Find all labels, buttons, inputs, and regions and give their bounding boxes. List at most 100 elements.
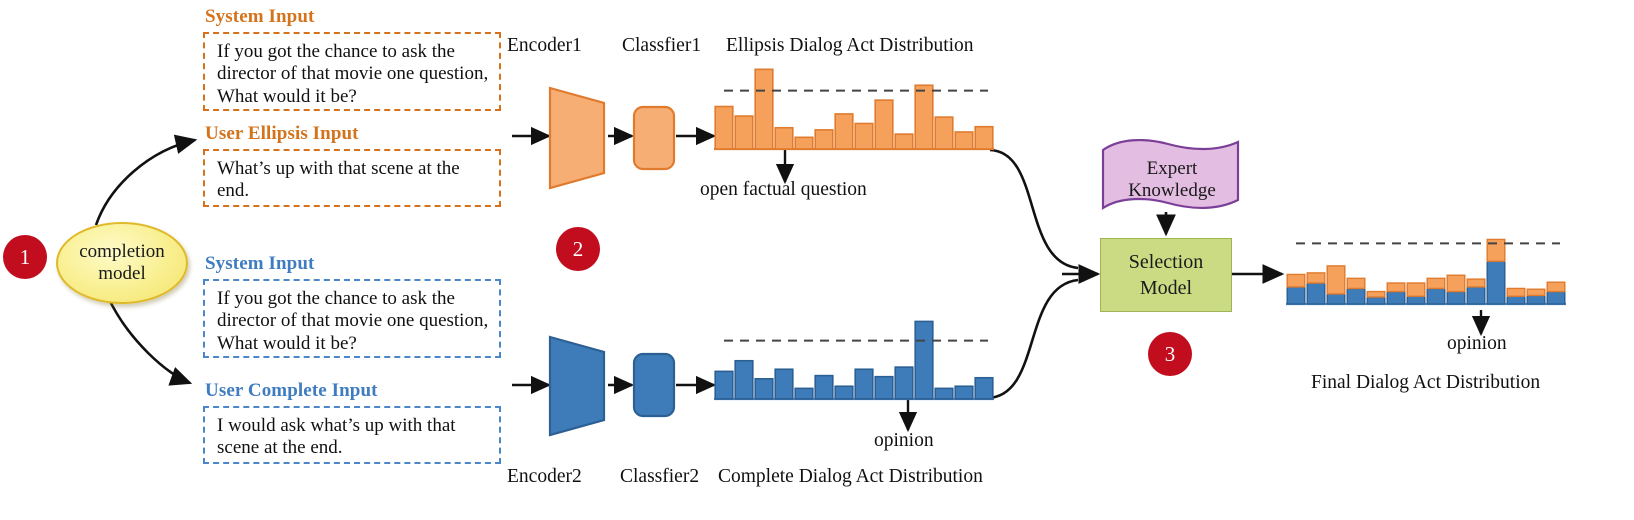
chart-bar: [874, 99, 894, 150]
expert-knowledge-line2: Knowledge: [1128, 180, 1216, 202]
chart-bar: [774, 368, 794, 400]
classifier1-shape[interactable]: [632, 105, 676, 171]
complete-dialog-act-chart: [714, 320, 994, 401]
step-badge-3: 3: [1148, 332, 1192, 376]
chart-bar: [934, 387, 954, 400]
chart-bar-complete: [1346, 287, 1366, 305]
chart-bar-complete: [1326, 293, 1346, 305]
chart-bar-ellipsis: [1346, 277, 1366, 290]
open-factual-question-label: open factual question: [700, 179, 867, 200]
expert-knowledge-flag-shape: [1101, 138, 1240, 211]
chart-bar: [834, 385, 854, 400]
ellipsis-chart-title: Ellipsis Dialog Act Distribution: [726, 35, 974, 56]
selection-model-node[interactable]: Selection Model: [1100, 238, 1232, 312]
chart-bar: [954, 131, 974, 150]
completion-model-label-line1: completion: [79, 241, 165, 263]
opinion-label-complete: opinion: [874, 430, 934, 451]
opinion-label-final: opinion: [1447, 333, 1507, 354]
chart-bar-ellipsis: [1506, 287, 1526, 297]
ellipsis-dialog-act-chart: [714, 68, 994, 151]
final-dialog-act-chart: [1286, 238, 1566, 306]
chart-bar-complete: [1526, 294, 1546, 305]
chart-bar: [734, 359, 754, 400]
ellipsis-user-input-text: What’s up with that scene at the end.: [217, 158, 460, 202]
chart-bar-complete: [1406, 295, 1426, 305]
complete-user-input-header: User Complete Input: [205, 380, 378, 401]
completion-model-label-line2: model: [98, 263, 146, 284]
chart-bar: [914, 320, 934, 400]
selection-model-line1: Selection: [1128, 251, 1204, 273]
chart-bar-complete: [1366, 296, 1386, 305]
encoder1-shape[interactable]: [548, 86, 606, 190]
complete-user-input-text: I would ask what’s up with that scene at…: [217, 415, 456, 459]
selection-model-line2: Model: [1139, 277, 1193, 299]
chart-bar-complete: [1446, 290, 1466, 305]
classifier1-label: Classfier1: [622, 35, 702, 56]
complete-user-input-box: I would ask what’s up with that scene at…: [203, 406, 501, 464]
ellipsis-user-input-box: What’s up with that scene at the end.: [203, 149, 501, 207]
classifier2-shape[interactable]: [632, 352, 676, 418]
merge-curve-top: [989, 148, 1079, 270]
chart-bar-ellipsis: [1306, 272, 1326, 284]
arrow-to-ellipsis-input: [94, 134, 198, 226]
encoder2-label: Encoder2: [507, 466, 582, 487]
chart-bar-complete: [1546, 290, 1566, 305]
complete-system-input-header: System Input: [205, 253, 315, 274]
chart-bar: [714, 370, 734, 400]
chart-bar-ellipsis: [1526, 288, 1546, 297]
chart-bar: [814, 374, 834, 400]
chart-bar-ellipsis: [1326, 265, 1346, 295]
chart-bar-ellipsis: [1486, 238, 1506, 262]
expert-knowledge-line1: Expert: [1146, 158, 1198, 179]
step-badge-2-label: 2: [572, 236, 584, 261]
arrow-to-complete-input: [106, 296, 193, 386]
chart-bar: [974, 125, 994, 150]
chart-bar: [814, 129, 834, 150]
classifier2-label: Classfier2: [620, 466, 700, 487]
final-chart-title: Final Dialog Act Distribution: [1311, 372, 1541, 393]
chart-bar-complete: [1486, 260, 1506, 305]
chart-bar-ellipsis: [1446, 274, 1466, 293]
chart-bar: [894, 133, 914, 150]
chart-bar: [934, 116, 954, 150]
step-badge-2: 2: [556, 227, 600, 271]
ellipsis-system-input-box: If you got the chance to ask the directo…: [203, 32, 501, 111]
chart-bar-complete: [1306, 282, 1326, 305]
chart-bar: [974, 376, 994, 400]
chart-bar-complete: [1286, 286, 1306, 305]
complete-system-input-box: If you got the chance to ask the directo…: [203, 279, 501, 358]
chart-bar-complete: [1466, 286, 1486, 305]
step-badge-1: 1: [3, 235, 47, 279]
expert-knowledge-flag[interactable]: [1098, 138, 1246, 220]
ellipsis-system-input-text: If you got the chance to ask the directo…: [217, 41, 489, 107]
encoder1-label: Encoder1: [507, 35, 582, 56]
chart-bar: [834, 113, 854, 150]
chart-bar: [854, 122, 874, 150]
chart-bar-ellipsis: [1426, 277, 1446, 290]
step-badge-3-label: 3: [1164, 341, 1176, 366]
chart-bar: [754, 378, 774, 400]
encoder2-shape[interactable]: [548, 335, 606, 437]
chart-bar-ellipsis: [1466, 278, 1486, 288]
chart-bar: [714, 105, 734, 150]
chart-bar: [774, 126, 794, 150]
chart-bar-ellipsis: [1546, 281, 1566, 293]
merge-curve-bottom: [987, 278, 1079, 400]
complete-system-input-text: If you got the chance to ask the directo…: [217, 288, 489, 354]
chart-bar-ellipsis: [1406, 282, 1426, 297]
ellipsis-system-input-header: System Input: [205, 6, 315, 27]
chart-bar-complete: [1506, 295, 1526, 305]
ellipsis-user-input-header: User Ellipsis Input: [205, 123, 359, 144]
expert-knowledge-label: Expert Knowledge: [1098, 158, 1246, 203]
chart-bar-complete: [1426, 287, 1446, 305]
chart-bar: [894, 366, 914, 400]
chart-bar-ellipsis: [1366, 290, 1386, 298]
step-badge-1-label: 1: [19, 244, 31, 269]
complete-chart-title: Complete Dialog Act Distribution: [718, 466, 983, 487]
chart-bar: [914, 84, 934, 150]
chart-bar-ellipsis: [1386, 282, 1406, 293]
chart-bar: [794, 136, 814, 150]
chart-bar: [794, 387, 814, 400]
completion-model-node[interactable]: completion model: [56, 222, 188, 304]
